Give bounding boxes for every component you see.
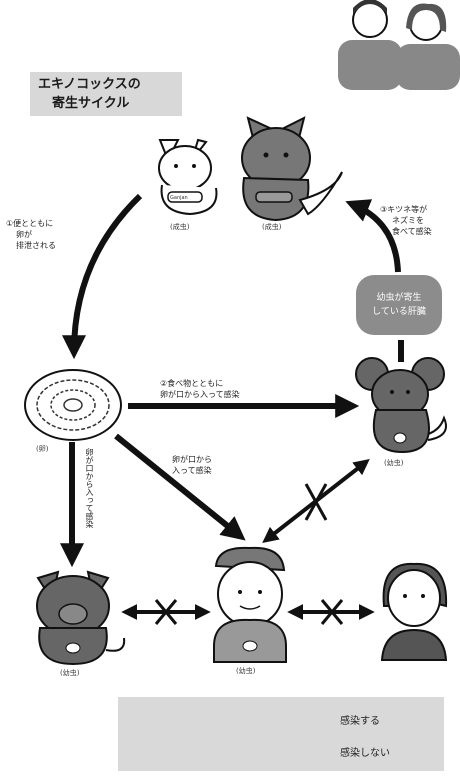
legend-infects-label: 感染する: [340, 716, 380, 727]
woman-icon: [380, 562, 448, 661]
egg-icon: [24, 369, 122, 441]
diagram-title: エキノコックスの 寄生サイクル: [30, 72, 182, 116]
people-illustration: [338, 0, 460, 90]
dog-collar-text: Ganjan: [170, 195, 188, 201]
dog-icon: [158, 138, 218, 216]
step-2-note: ②食べ物とともに 卵が口から入って感染: [160, 379, 240, 399]
mouse-stage-label: (幼虫): [384, 459, 404, 467]
step-1-note: ①便とともに 卵が 排泄される: [6, 219, 56, 250]
step-3-note: ③キツネ等が ネズミを 食べて感染: [380, 205, 432, 236]
human-stage-label: (幼虫): [236, 667, 256, 675]
title-line-1: エキノコックスの: [38, 77, 141, 92]
liver-bubble: 幼虫が寄生 している肝臓: [356, 275, 442, 335]
pig-icon: [36, 570, 126, 666]
title-line-2: 寄生サイクル: [52, 96, 130, 111]
fox-icon: [241, 116, 343, 222]
egg-to-human-note: 卵が口から 入って感染: [172, 455, 212, 475]
pig-stage-label: (幼虫): [60, 669, 80, 677]
infection-arrows: [60, 193, 404, 568]
child-icon: [213, 546, 287, 663]
non-infection-arrows: [121, 459, 375, 625]
egg-label: (卵): [36, 445, 49, 453]
dog-stage-label: (成虫): [170, 223, 190, 231]
legend: [118, 697, 444, 771]
fox-stage-label: (成虫): [262, 223, 282, 231]
legend-not-infects-label: 感染しない: [340, 748, 390, 759]
egg-to-pig-note: 卵が口から入って感染: [85, 448, 94, 528]
mouse-icon: [355, 357, 447, 454]
